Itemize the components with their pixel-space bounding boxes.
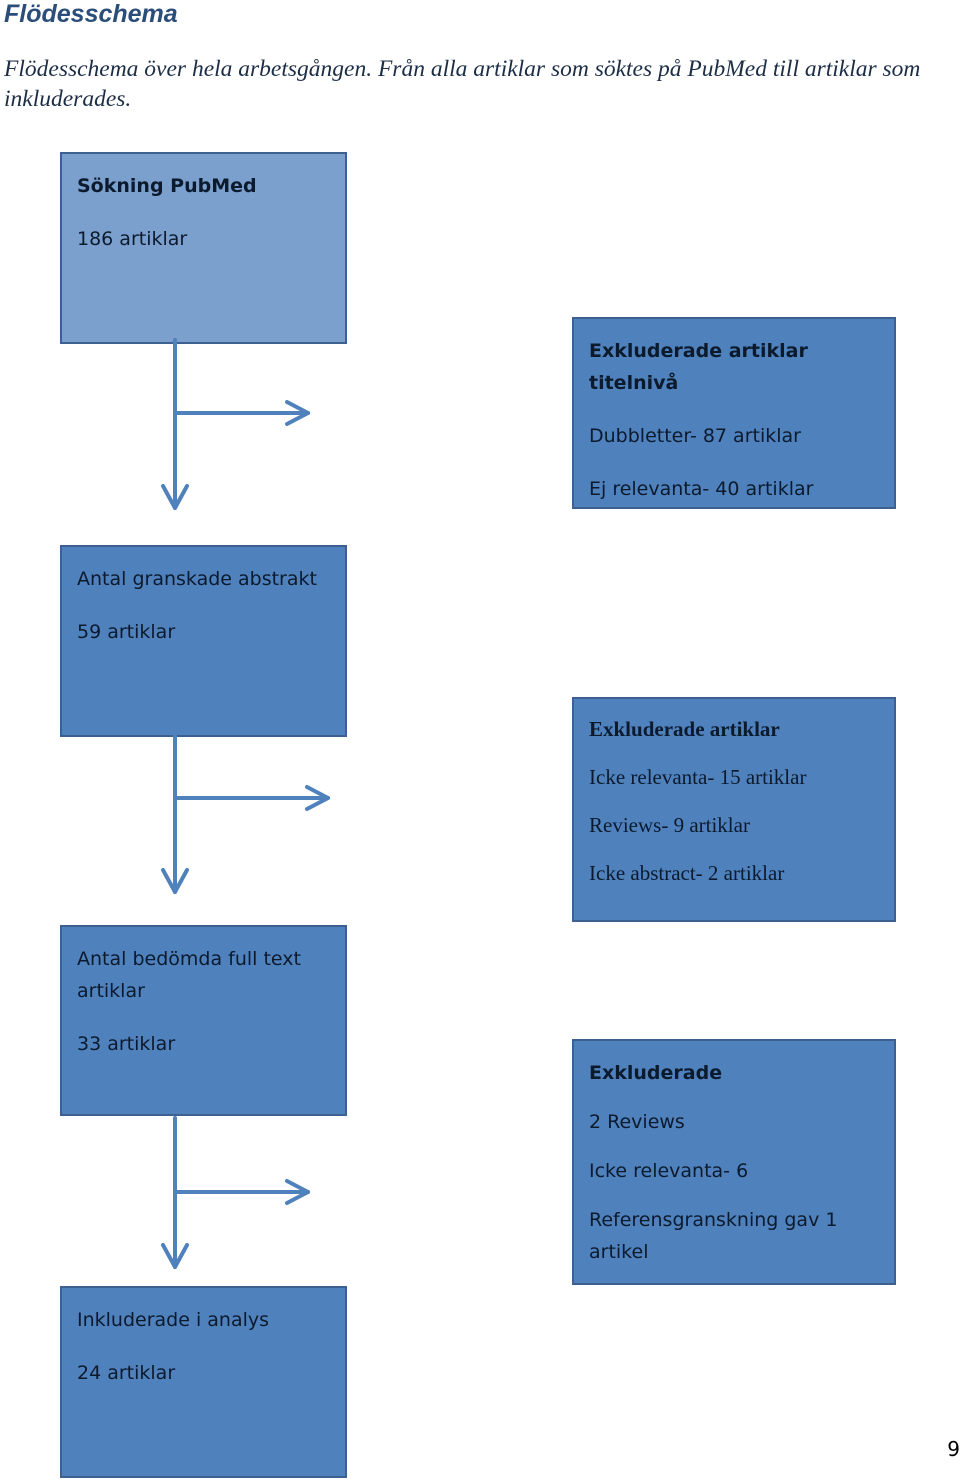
- box-excluded-title-level: Exkluderade artiklar titelnivå Dubblette…: [572, 317, 896, 509]
- box-excluded-line: Icke relevanta- 6: [589, 1160, 749, 1182]
- box-excluded-articles-line: Icke relevanta- 15 artiklar: [589, 765, 807, 789]
- page-number: 9: [947, 1437, 960, 1461]
- connector-2: [161, 725, 330, 894]
- connector-1: [161, 338, 310, 510]
- page-heading: Flödesschema: [4, 0, 178, 28]
- box-excluded-title-level-line: Ej relevanta- 40 artiklar: [589, 478, 814, 500]
- figure-caption: Flödesschema över hela arbetsgången. Frå…: [4, 56, 921, 112]
- box-included-count: 24 artiklar: [77, 1362, 176, 1384]
- box-excluded: Exkluderade 2 Reviews Icke relevanta- 6 …: [572, 1039, 896, 1285]
- down-arrow-head: [161, 868, 189, 894]
- box-search-count: 186 artiklar: [77, 228, 188, 250]
- connector-3: [161, 1116, 310, 1269]
- box-included-title: Inkluderade i analys: [77, 1309, 270, 1331]
- box-included: Inkluderade i analys 24 artiklar: [60, 1286, 347, 1478]
- box-excluded-line: Referensgranskning gav 1 artikel: [589, 1209, 838, 1263]
- right-arrow-head: [305, 785, 330, 811]
- box-abstracts: Antal granskade abstrakt 59 artiklar: [60, 545, 347, 737]
- down-arrow-head: [161, 484, 189, 510]
- down-arrow-head: [161, 1243, 189, 1269]
- box-full-text-title: Antal bedömda full text artiklar: [77, 948, 301, 1002]
- box-full-text: Antal bedömda full text artiklar 33 arti…: [60, 925, 347, 1116]
- box-excluded-line: 2 Reviews: [589, 1111, 685, 1133]
- right-arrow-head: [285, 400, 310, 426]
- box-excluded-articles-line: Reviews- 9 artiklar: [589, 813, 750, 837]
- box-abstracts-count: 59 artiklar: [77, 621, 176, 643]
- box-search-title: Sökning PubMed: [77, 175, 257, 197]
- box-excluded-articles-title: Exkluderade artiklar: [589, 717, 780, 741]
- box-excluded-articles-line: Icke abstract- 2 artiklar: [589, 861, 785, 885]
- box-search-pubmed: Sökning PubMed 186 artiklar: [60, 152, 347, 344]
- box-full-text-count: 33 artiklar: [77, 1033, 176, 1055]
- box-abstracts-title: Antal granskade abstrakt: [77, 568, 317, 590]
- box-excluded-title-level-title: Exkluderade artiklar titelnivå: [589, 340, 808, 394]
- box-excluded-articles: Exkluderade artiklar Icke relevanta- 15 …: [572, 697, 896, 922]
- right-arrow-head: [285, 1179, 310, 1205]
- box-excluded-title-level-line: Dubbletter- 87 artiklar: [589, 425, 801, 447]
- box-excluded-title: Exkluderade: [589, 1062, 723, 1084]
